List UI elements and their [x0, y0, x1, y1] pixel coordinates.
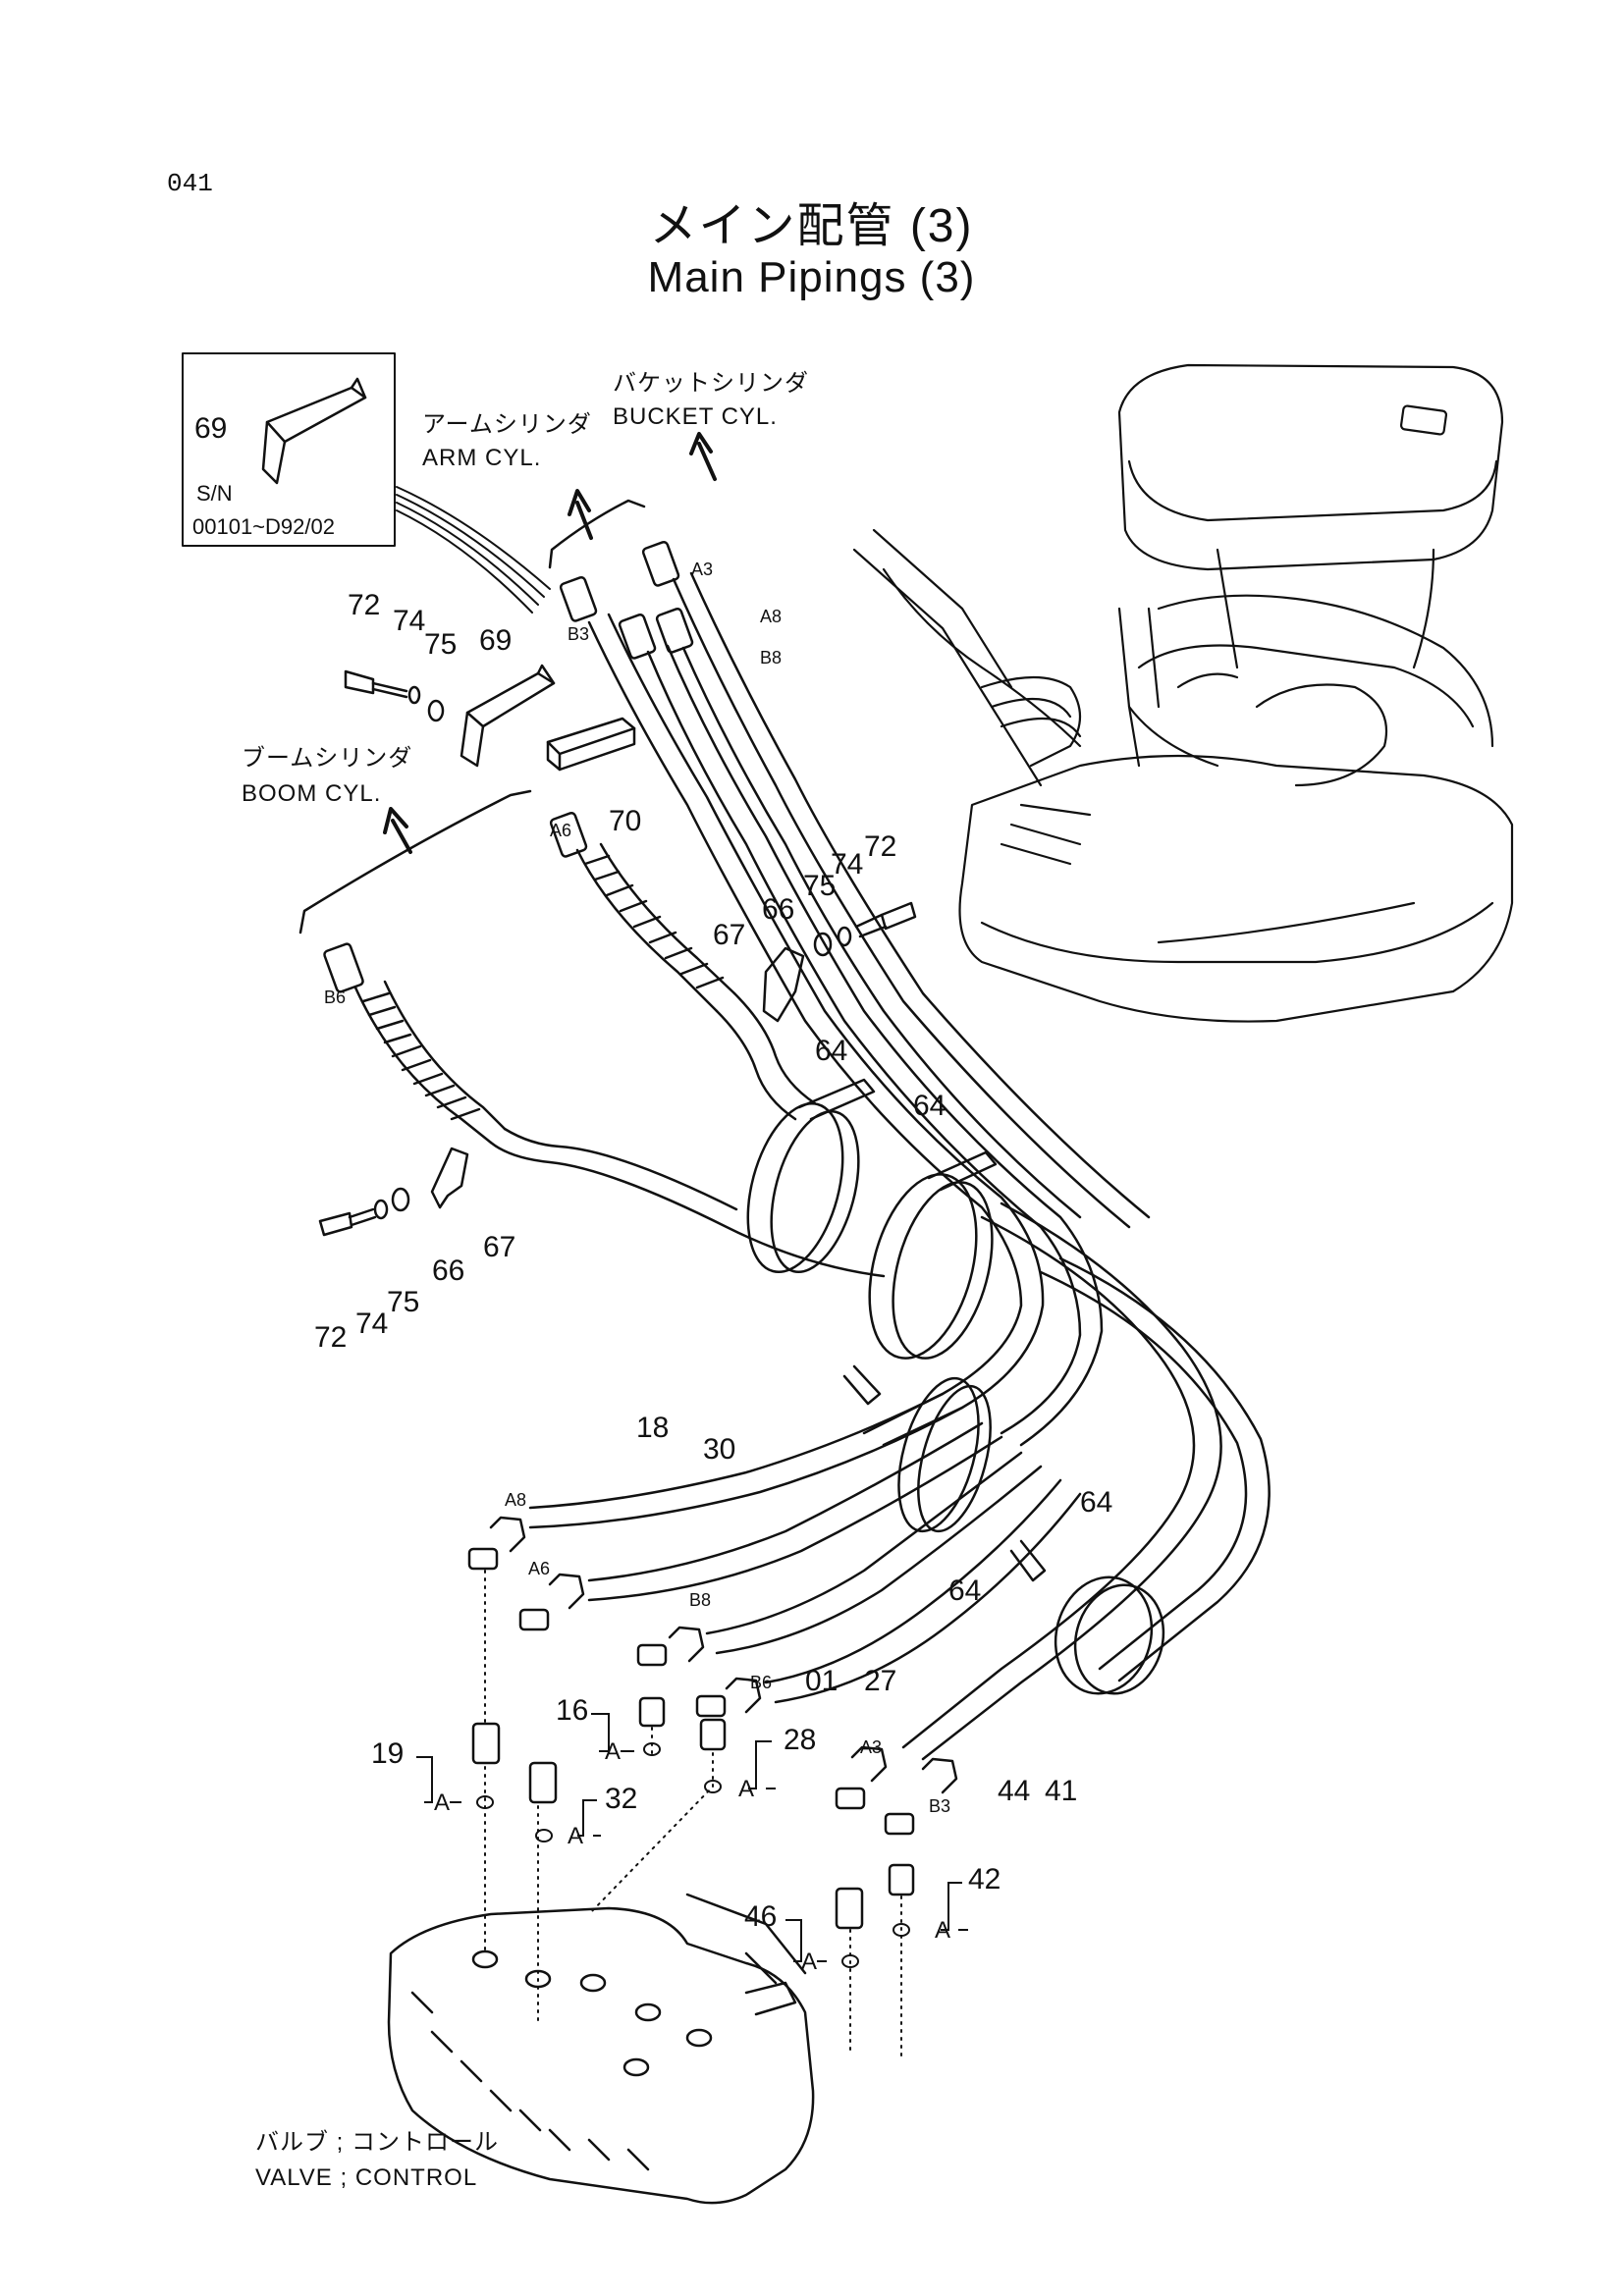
port-label-a6: A6	[528, 1559, 550, 1578]
part-number-75: 75	[387, 1286, 419, 1318]
part-number-75: 75	[803, 870, 836, 902]
clamp-66-right	[762, 946, 805, 1023]
spacer-70	[546, 717, 636, 772]
part-number-66: 66	[762, 893, 794, 926]
detail-callout-a: A	[738, 1776, 755, 1802]
port-label-a8: A8	[505, 1490, 526, 1510]
part-number-72: 72	[314, 1321, 347, 1354]
part-number-75: 75	[424, 628, 457, 661]
port-label-b3: B3	[568, 624, 589, 644]
part-number-64: 64	[948, 1575, 981, 1607]
washer-74-lower	[373, 1199, 389, 1220]
page-number: 041	[167, 169, 213, 198]
valve-label-jp: バルブ ; コントロール	[255, 2129, 499, 2156]
part-number-64: 64	[1080, 1486, 1112, 1519]
boom-cyl-bracket	[298, 789, 532, 934]
boom-cyl-arrow	[383, 807, 412, 854]
inset-sn-range: 00101~D92/02	[192, 514, 335, 539]
port-label-a3: A3	[691, 560, 713, 579]
part-number-27: 27	[864, 1665, 896, 1697]
arm-cyl-label: ARM CYL.	[422, 445, 541, 471]
port-label-a6: A6	[550, 821, 571, 840]
part-number-64: 64	[815, 1035, 847, 1067]
top-fittings	[559, 540, 694, 660]
part-number-72: 72	[348, 589, 380, 621]
clamp-66-lower	[430, 1147, 469, 1209]
port-label-b6: B6	[750, 1673, 772, 1692]
hose-b6-upper	[323, 942, 886, 1278]
part-number-18: 18	[636, 1412, 669, 1444]
serial-number-inset	[182, 352, 396, 547]
operator-station	[852, 363, 1514, 1023]
bolt-72-upper	[344, 669, 408, 699]
part-number-64: 64	[913, 1090, 946, 1122]
port-label-a3: A3	[860, 1737, 882, 1757]
part-number-74: 74	[393, 605, 425, 637]
part-number-46: 46	[744, 1900, 777, 1933]
port-label-b6: B6	[324, 988, 346, 1007]
washer-74-right	[837, 926, 852, 947]
detail-callout-a: A	[434, 1789, 451, 1816]
strap-64-group	[746, 1078, 1165, 1695]
part-number-67: 67	[483, 1231, 515, 1263]
part-number-30: 30	[703, 1433, 735, 1466]
valve-label: VALVE ; CONTROL	[255, 2164, 477, 2191]
part-number-70: 70	[609, 805, 641, 837]
part-number-74: 74	[355, 1308, 388, 1340]
detail-callout-a: A	[568, 1823, 584, 1849]
washer-75-upper	[427, 699, 445, 722]
part-number-41: 41	[1045, 1775, 1077, 1807]
page-title-japanese: メイン配管 (3)	[649, 200, 974, 252]
part-number-69: 69	[479, 624, 512, 657]
lower-fittings	[467, 1516, 958, 1836]
boom-cyl-label: BOOM CYL.	[242, 780, 381, 807]
part-number-42: 42	[968, 1863, 1001, 1896]
detail-callout-a: A	[801, 1949, 818, 1975]
port-label-a8: A8	[760, 607, 782, 626]
inset-part-number: 69	[194, 412, 227, 445]
arm-cyl-arrow	[568, 489, 593, 540]
washer-74-upper	[407, 685, 421, 705]
part-number-19: 19	[371, 1737, 404, 1770]
page-title: Main Pipings (3)	[647, 253, 976, 301]
arm-cyl-label-jp: アームシリンダ	[422, 411, 592, 438]
arm-cyl-bracket	[548, 499, 646, 569]
part-number-32: 32	[605, 1783, 637, 1815]
part-number-74: 74	[831, 848, 863, 881]
bucket-cyl-label: BUCKET CYL.	[613, 403, 778, 430]
bucket-cyl-label-jp: バケットシリンダ	[613, 370, 809, 397]
callout-brackets	[416, 1713, 968, 1962]
part-number-28: 28	[784, 1724, 816, 1756]
bucket-cyl-arrow	[689, 432, 717, 481]
washer-75-lower	[391, 1187, 410, 1212]
part-number-16: 16	[556, 1694, 588, 1727]
port-label-b8: B8	[760, 648, 782, 667]
inset-leader-hatch	[396, 486, 551, 614]
valve-leaders	[484, 1570, 902, 2062]
clamp-69	[460, 664, 556, 768]
bolt-72-right	[854, 901, 917, 938]
inset-sn-label: S/N	[196, 481, 233, 506]
boom-cyl-label-jp: ブームシリンダ	[242, 745, 412, 772]
port-label-b8: B8	[689, 1590, 711, 1610]
part-number-67: 67	[713, 919, 745, 951]
part-number-01: 01	[805, 1665, 838, 1697]
hose-a6-upper	[549, 811, 817, 1121]
part-number-66: 66	[432, 1255, 464, 1287]
o-rings	[476, 1742, 910, 1968]
washer-75-right	[813, 932, 833, 957]
bolt-72-lower	[318, 1207, 377, 1237]
part-number-44: 44	[998, 1775, 1030, 1807]
main-hose-bundle	[528, 571, 1271, 1761]
control-valve-block	[387, 1893, 815, 2205]
adapters	[471, 1696, 915, 1930]
part-number-72: 72	[864, 830, 896, 863]
port-label-b3: B3	[929, 1796, 950, 1816]
